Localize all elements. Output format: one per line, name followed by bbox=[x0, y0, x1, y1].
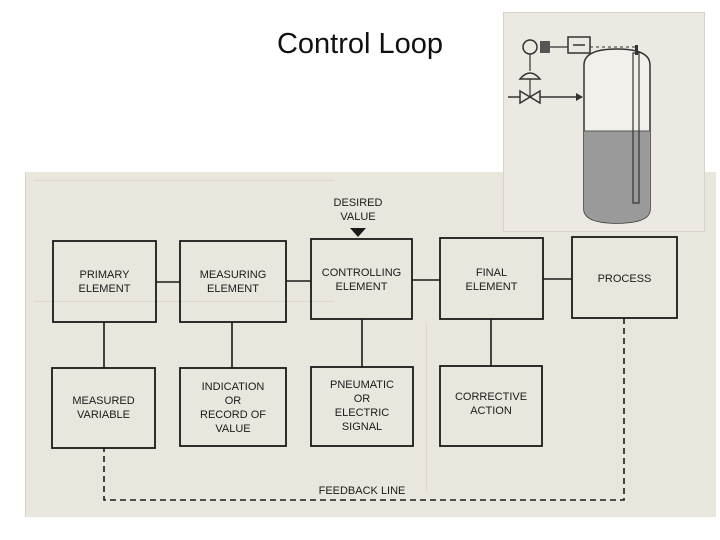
indication-record-label-line3: RECORD OF bbox=[200, 409, 266, 421]
corrective-action-label-line2: ACTION bbox=[470, 405, 512, 417]
controlling-element-label-line2: ELEMENT bbox=[336, 281, 388, 293]
primary-element-box bbox=[52, 240, 157, 323]
process-label: PROCESS bbox=[598, 273, 652, 285]
measured-variable-label-line1: MEASURED bbox=[72, 395, 134, 407]
feedback-line bbox=[103, 318, 625, 501]
measuring-element-box bbox=[179, 240, 287, 323]
corrective-action-box bbox=[439, 365, 543, 447]
indication-record-label-line2: OR bbox=[225, 395, 242, 407]
final-element-label-line1: FINAL bbox=[476, 267, 507, 279]
flow-arrow-icon bbox=[576, 93, 583, 101]
primary-element-label-line2: ELEMENT bbox=[79, 283, 131, 295]
primary-element-label-line1: PRIMARY bbox=[80, 269, 131, 281]
pneumatic-electric-signal-label-line1: PNEUMATIC bbox=[330, 379, 394, 391]
measured-variable-box bbox=[51, 367, 156, 449]
slide-title: Control Loop bbox=[276, 28, 444, 60]
bleed-through-texture bbox=[34, 180, 334, 302]
tank-level-svg bbox=[508, 36, 651, 224]
desired-value-label-line2: VALUE bbox=[340, 211, 375, 223]
corrective-action-label-line1: CORRECTIVE bbox=[455, 391, 527, 403]
actuator-dome-icon bbox=[518, 72, 542, 80]
bleed-through-texture bbox=[426, 322, 707, 492]
indication-record-label-line1: INDICATION bbox=[202, 381, 265, 393]
measuring-element-label-line2: ELEMENT bbox=[207, 283, 259, 295]
measuring-element-label-line1: MEASURING bbox=[200, 269, 267, 281]
controlling-element-box bbox=[310, 238, 413, 320]
feedback-line-label: FEEDBACK LINE bbox=[319, 485, 406, 497]
final-element-label-line2: ELEMENT bbox=[466, 281, 518, 293]
feedback-label-backdrop bbox=[316, 483, 410, 497]
transmitter-body-icon bbox=[540, 41, 550, 53]
desired-value-arrow-icon bbox=[350, 228, 366, 237]
pneumatic-electric-signal-box bbox=[310, 366, 414, 447]
controller-icon bbox=[567, 36, 591, 54]
pneumatic-electric-signal-label-line3: ELECTRIC bbox=[335, 407, 389, 419]
indication-record-label-line4: VALUE bbox=[215, 423, 250, 435]
indication-record-box bbox=[179, 367, 287, 447]
tank-level-illustration bbox=[503, 12, 705, 232]
probe-head-icon bbox=[635, 45, 638, 55]
measured-variable-label-line2: VARIABLE bbox=[77, 409, 130, 421]
pneumatic-electric-signal-label-line4: SIGNAL bbox=[342, 421, 382, 433]
controlling-element-label-line1: CONTROLLING bbox=[322, 267, 401, 279]
pneumatic-electric-signal-label-line2: OR bbox=[354, 393, 371, 405]
desired-value-label-line1: DESIRED bbox=[334, 197, 383, 209]
